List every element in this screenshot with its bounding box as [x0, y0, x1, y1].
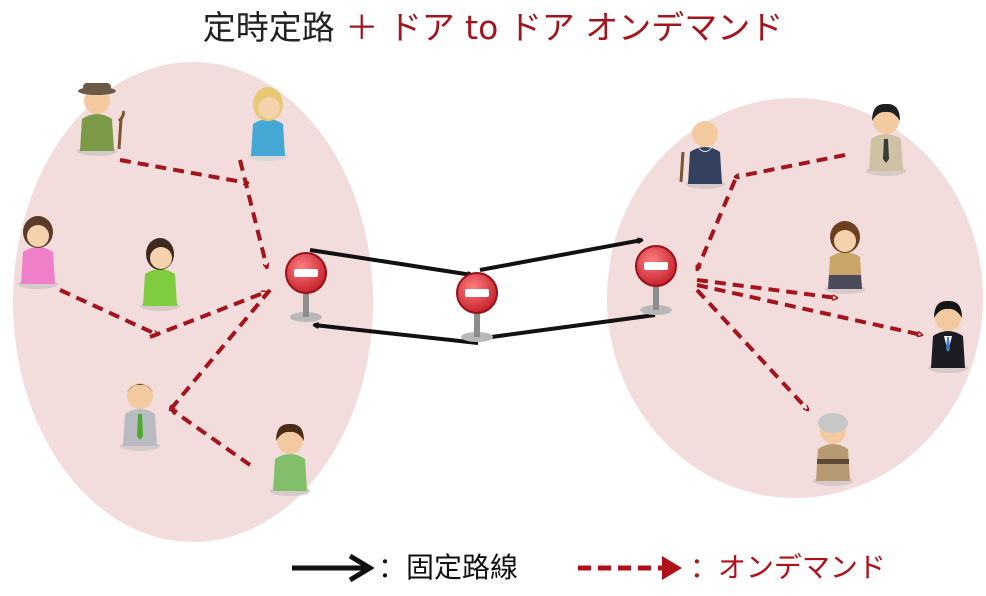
- passenger-elderly-man-navy: [679, 121, 725, 189]
- legend-label-on-demand: ：オンデマンド: [689, 551, 886, 584]
- legend-item-fixed-route: ：固定路線: [290, 548, 518, 588]
- legend: ：固定路線 ：オンデマンド: [290, 548, 886, 588]
- passenger-girl-green: [140, 238, 180, 311]
- on-demand-arrow: [238, 159, 267, 268]
- on-demand-arrow: [172, 408, 252, 467]
- title-on-demand: ＋ ドア to ドア オンデマンド: [345, 8, 784, 47]
- no-entry-sign-icon: [635, 245, 677, 287]
- title-fixed-route: 定時定路: [202, 8, 335, 47]
- fixed-route-arrow: [309, 248, 472, 275]
- on-demand-arrow: [696, 283, 922, 335]
- fixed-route-arrow: [479, 240, 642, 272]
- passenger-woman-pink: [18, 216, 58, 289]
- no-entry-sign-icon: [456, 272, 498, 314]
- passenger-woman-blue: [248, 87, 288, 161]
- passenger-student-girl: [825, 221, 865, 294]
- passenger-elderly-woman: [813, 413, 853, 486]
- solid-arrow-icon: [292, 553, 374, 583]
- legend-label-fixed-route: ：固定路線: [378, 551, 519, 584]
- on-demand-arrow: [119, 158, 248, 183]
- on-demand-lines: [59, 153, 922, 467]
- bus-stop-pole: [303, 293, 309, 317]
- fixed-route-lines: [309, 240, 656, 345]
- bus-stop-middle: [456, 272, 498, 342]
- fixed-route-arrow: [484, 313, 656, 338]
- dashed-arrow-icon: [577, 556, 682, 580]
- bus-stop-right: [635, 245, 677, 315]
- fixed-route-arrow: [314, 325, 479, 345]
- on-demand-arrow: [695, 179, 737, 270]
- bus-stop-left: [285, 252, 327, 322]
- service-area-left: [13, 62, 373, 542]
- on-demand-arrow: [170, 288, 272, 410]
- passenger-boy-green: [270, 423, 310, 496]
- on-demand-arrow: [149, 290, 266, 339]
- on-demand-arrow: [735, 153, 846, 177]
- bus-stop-pole: [474, 313, 480, 337]
- no-entry-sign-icon: [285, 252, 327, 294]
- passenger-man-grey: [120, 383, 160, 451]
- passenger-man-beige: [866, 103, 906, 176]
- legend-item-on-demand: ：オンデマンド: [576, 548, 886, 588]
- on-demand-arrow: [696, 278, 837, 298]
- on-demand-arrow: [695, 288, 808, 410]
- passenger-businessman: [928, 300, 968, 373]
- service-area-right: [607, 98, 983, 498]
- bus-stop-pole: [653, 286, 659, 310]
- passenger-elderly-man-hat: [77, 83, 125, 156]
- diagram-title: 定時定路 ＋ ドア to ドア オンデマンド: [0, 4, 986, 52]
